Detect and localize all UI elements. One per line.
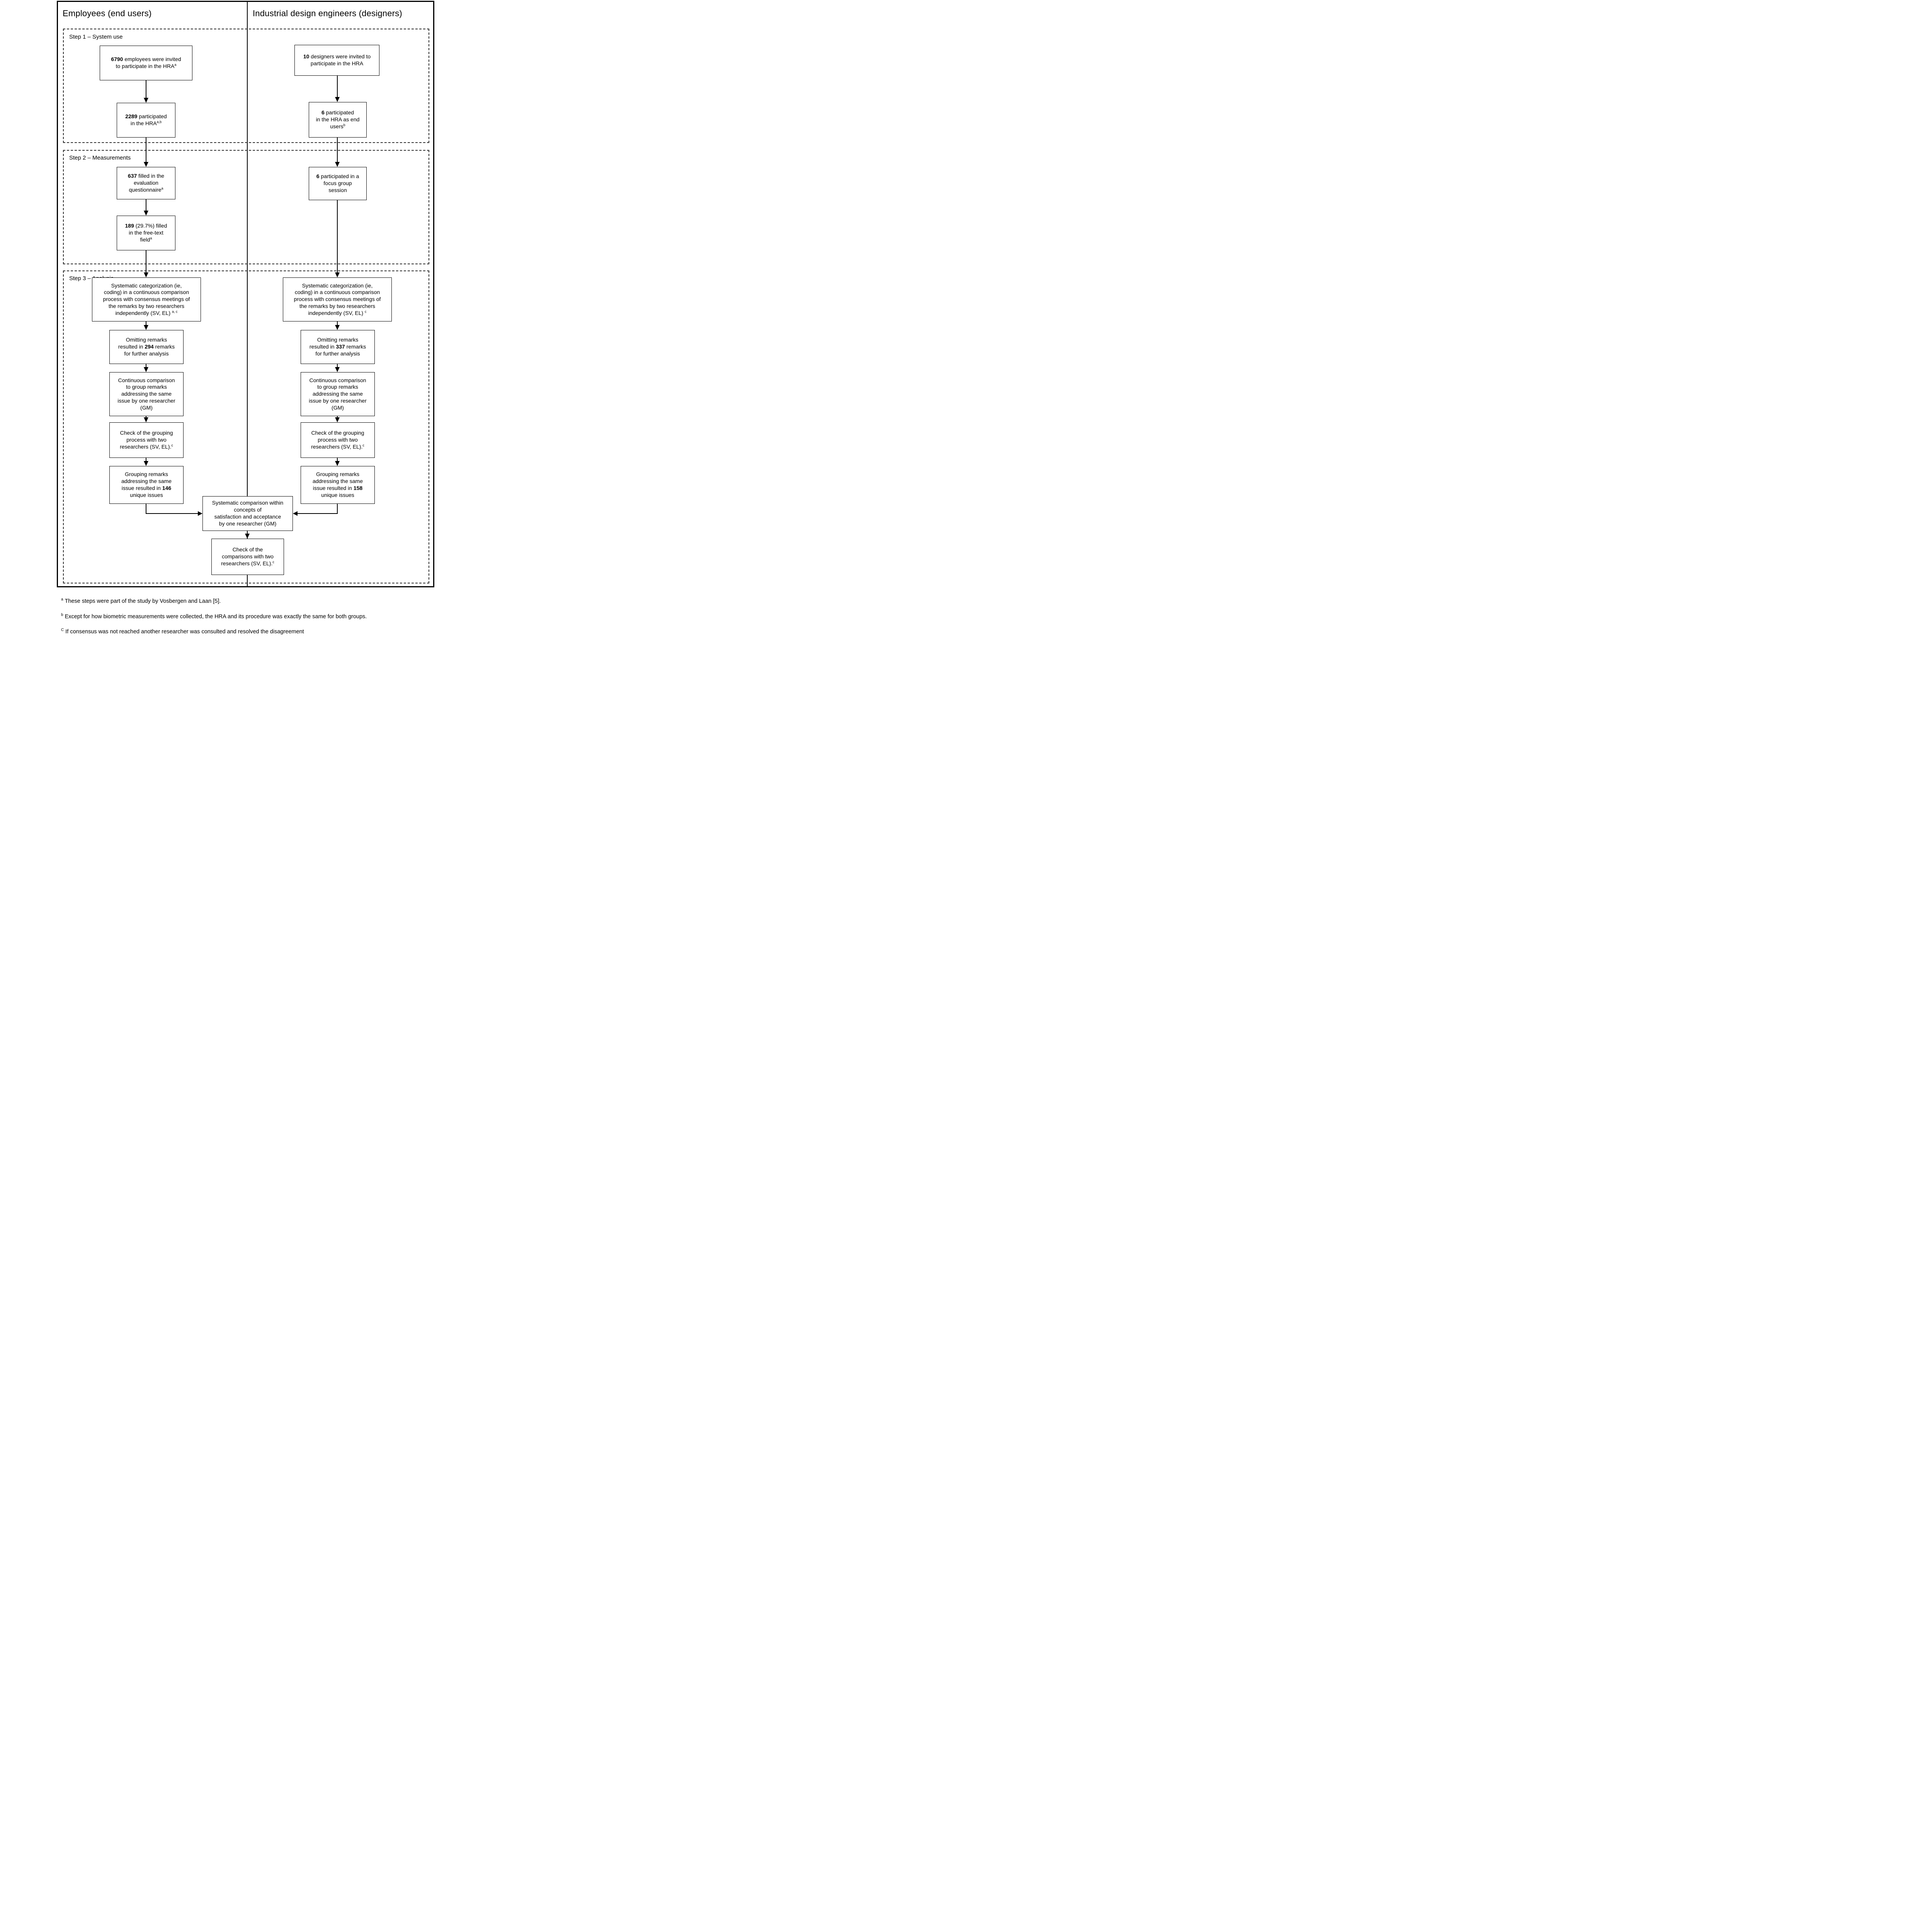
arrow-head	[335, 162, 340, 167]
study-flow-diagram: Employees (end users) Industrial design …	[0, 0, 490, 636]
box-omitting-337: Omitting remarks resulted in 337 remarks…	[301, 330, 375, 364]
arrow-head	[335, 325, 340, 330]
arrow-head	[198, 511, 202, 516]
footnote-ref: a	[150, 236, 152, 240]
box-text: 637 filled in the evaluation questionnai…	[128, 173, 165, 193]
box-grouping-158: Grouping remarks addressing the same iss…	[301, 466, 375, 504]
box-text: 189 (29.7%) filled in the free-text fiel…	[125, 223, 167, 243]
footnote-ref: b	[343, 123, 345, 127]
arrow-head	[335, 417, 340, 422]
box-10-designers-invited: 10 designers were invited to participate…	[294, 45, 379, 76]
arrow-head	[335, 367, 340, 372]
arrow-line	[337, 76, 338, 97]
box-check-comparisons: Check of the comparisons with two resear…	[211, 539, 284, 575]
column-header-designers: Industrial design engineers (designers)	[253, 9, 402, 18]
box-systematic-categorization-right: Systematic categorization (ie, coding) i…	[283, 277, 392, 321]
box-text: Check of the comparisons with two resear…	[221, 546, 274, 566]
box-text: Omitting remarks resulted in 294 remarks…	[118, 337, 175, 357]
step1-label: Step 1 – System use	[69, 34, 123, 40]
box-text: 6 participated in a focus group session	[316, 173, 359, 193]
arrow-head	[335, 97, 340, 102]
column-divider	[247, 1, 248, 587]
arrow-line	[247, 531, 248, 534]
box-6-participated-hra: 6 participated in the HRA as end usersb	[309, 102, 367, 138]
arrow-line	[337, 504, 338, 514]
arrow-head	[144, 367, 148, 372]
box-637-questionnaire: 637 filled in the evaluation questionnai…	[117, 167, 175, 199]
arrow-line	[146, 513, 198, 514]
box-6790-invited: 6790 employees were invited to participa…	[100, 46, 192, 80]
box-text: Continuous comparison to group remarks a…	[117, 377, 175, 411]
footnote-ref: c	[272, 560, 274, 564]
box-text: 2289 participated in the HRAa,b	[125, 113, 167, 126]
footnote-ref: c	[171, 443, 173, 447]
arrow-head	[293, 511, 298, 516]
box-text: Grouping remarks addressing the same iss…	[313, 471, 363, 498]
step1-region	[63, 29, 429, 143]
footnote-marker: b	[61, 613, 63, 617]
arrow-line	[337, 321, 338, 325]
footnote-marker: a	[61, 597, 63, 602]
box-check-grouping-left: Check of the grouping process with two r…	[109, 422, 184, 458]
footnote-ref: a,b	[156, 120, 162, 124]
column-header-employees: Employees (end users)	[63, 9, 152, 18]
arrow-head	[245, 534, 250, 539]
box-text: 6790 employees were invited to participa…	[111, 56, 181, 69]
box-text: Systematic categorization (ie, coding) i…	[294, 282, 381, 316]
footnote-ref: a, c	[172, 309, 178, 313]
box-systematic-comparison: Systematic comparison within concepts of…	[202, 496, 293, 531]
arrow-line	[337, 200, 338, 272]
arrow-head	[144, 417, 148, 422]
box-text: Systematic categorization (ie, coding) i…	[103, 282, 190, 316]
arrow-head	[144, 272, 148, 277]
box-text: Grouping remarks addressing the same iss…	[121, 471, 172, 498]
box-check-grouping-right: Check of the grouping process with two r…	[301, 422, 375, 458]
box-text: Check of the grouping process with two r…	[311, 430, 364, 450]
footnote-ref: c	[362, 443, 364, 447]
step2-label: Step 2 – Measurements	[69, 155, 131, 161]
arrow-head	[335, 272, 340, 277]
arrow-head	[335, 461, 340, 466]
arrow-line	[337, 416, 338, 417]
arrow-head	[144, 461, 148, 466]
arrow-head	[144, 211, 148, 216]
box-6-focus-group: 6 participated in a focus group session	[309, 167, 367, 200]
arrow-head	[144, 98, 148, 103]
arrow-line	[337, 138, 338, 162]
box-continuous-comparison-left: Continuous comparison to group remarks a…	[109, 372, 184, 416]
step2-region	[63, 150, 429, 264]
arrow-line	[337, 364, 338, 367]
box-text: Systematic comparison within concepts of…	[212, 500, 284, 527]
box-text: Check of the grouping process with two r…	[120, 430, 173, 450]
box-2289-participated: 2289 participated in the HRAa,b	[117, 103, 175, 138]
footnote-ref: a	[174, 63, 177, 67]
box-grouping-146: Grouping remarks addressing the same iss…	[109, 466, 184, 504]
box-omitting-294: Omitting remarks resulted in 294 remarks…	[109, 330, 184, 364]
arrow-head	[144, 325, 148, 330]
step3-region	[63, 270, 429, 583]
arrow-line	[298, 513, 338, 514]
box-systematic-categorization-left: Systematic categorization (ie, coding) i…	[92, 277, 201, 321]
box-189-freetext: 189 (29.7%) filled in the free-text fiel…	[117, 216, 175, 250]
box-text: 6 participated in the HRA as end usersb	[316, 109, 360, 129]
box-continuous-comparison-right: Continuous comparison to group remarks a…	[301, 372, 375, 416]
arrow-head	[144, 162, 148, 167]
arrow-line	[337, 458, 338, 461]
footnote-ref: a	[161, 186, 163, 190]
footnote-marker: C	[61, 628, 64, 633]
box-text: 10 designers were invited to participate…	[303, 53, 371, 66]
box-text: Continuous comparison to group remarks a…	[309, 377, 367, 411]
box-text: Omitting remarks resulted in 337 remarks…	[309, 337, 366, 357]
footnote-ref: c	[365, 309, 367, 313]
